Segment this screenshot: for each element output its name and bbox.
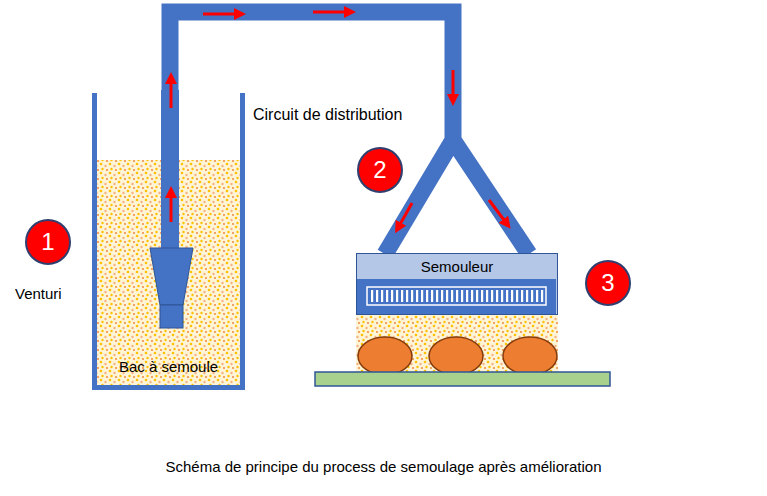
sieve-frame — [367, 287, 546, 305]
sieve-slot — [486, 290, 488, 302]
sieve-slot — [521, 290, 523, 302]
sieve-slot — [476, 290, 478, 302]
semouleur-box: Semouleur — [356, 253, 558, 315]
semouleur-head: Semouleur — [357, 254, 557, 279]
sieve-slot — [531, 290, 533, 302]
sieve-slot — [511, 290, 513, 302]
tank-wall — [92, 93, 245, 390]
distribution-pipe — [170, 12, 529, 254]
sieve-slot — [416, 290, 418, 302]
sieve-slot — [451, 290, 453, 302]
sieve-slot — [441, 290, 443, 302]
flow-arrow — [489, 200, 507, 224]
sieve-slot — [506, 290, 508, 302]
sieve-slot — [406, 290, 408, 302]
venturi-nozzle — [160, 305, 183, 328]
sieve-slot — [491, 290, 493, 302]
sieve-slot — [516, 290, 518, 302]
sieve-slot — [471, 290, 473, 302]
food-piece — [429, 337, 483, 375]
sieve-slot — [466, 290, 468, 302]
sieve-slot — [456, 290, 458, 302]
callout-number: 3 — [601, 269, 614, 298]
flow-arrow — [170, 78, 173, 108]
flow-arrow — [170, 192, 173, 222]
flow-arrow — [398, 203, 412, 228]
callout-number: 2 — [373, 156, 386, 185]
food-piece — [358, 337, 412, 375]
sieve-slot — [371, 290, 373, 302]
callout-badge — [586, 261, 630, 305]
tank-wall-path — [95, 93, 243, 388]
callout-badge — [26, 220, 70, 264]
sieve-slot — [411, 290, 413, 302]
tank-label: Bac à semoule — [119, 358, 218, 376]
caption: Schéma de principe du process de semoula… — [0, 458, 767, 476]
sieve-slot — [436, 290, 438, 302]
food-piece — [503, 337, 557, 375]
part-label: Venturi — [15, 285, 62, 303]
conveyor-plate — [315, 372, 610, 386]
sieve-slot — [421, 290, 423, 302]
sieve-slot — [376, 290, 378, 302]
sieve-slot — [446, 290, 448, 302]
sieve-slot — [536, 290, 538, 302]
sieve-slot — [431, 290, 433, 302]
venturi-cone — [150, 248, 193, 305]
sieve-slot — [541, 290, 543, 302]
suction-pipe — [161, 90, 179, 250]
flow-arrows — [171, 12, 507, 228]
sieve-slot — [391, 290, 393, 302]
node-label: Semouleur — [421, 258, 494, 276]
sieve-slot — [401, 290, 403, 302]
semolina-tank: Bac à semoule — [92, 93, 245, 390]
sieve-grid — [357, 279, 557, 314]
sieve-slot — [386, 290, 388, 302]
flow-arrow — [313, 11, 350, 14]
sieve-slot — [381, 290, 383, 302]
sieve-slot — [496, 290, 498, 302]
flow-arrow — [452, 70, 455, 100]
part-label: Circuit de distribution — [253, 105, 402, 124]
flow-arrow — [203, 13, 240, 16]
callout-badge — [358, 148, 402, 192]
sieve-body — [357, 279, 556, 314]
sieve-slot — [396, 290, 398, 302]
sieve-slot — [481, 290, 483, 302]
sieve-slot — [526, 290, 528, 302]
sieve-slot — [501, 290, 503, 302]
callout-number: 1 — [41, 228, 54, 257]
sieve-slot — [426, 290, 428, 302]
sieve-slot — [461, 290, 463, 302]
